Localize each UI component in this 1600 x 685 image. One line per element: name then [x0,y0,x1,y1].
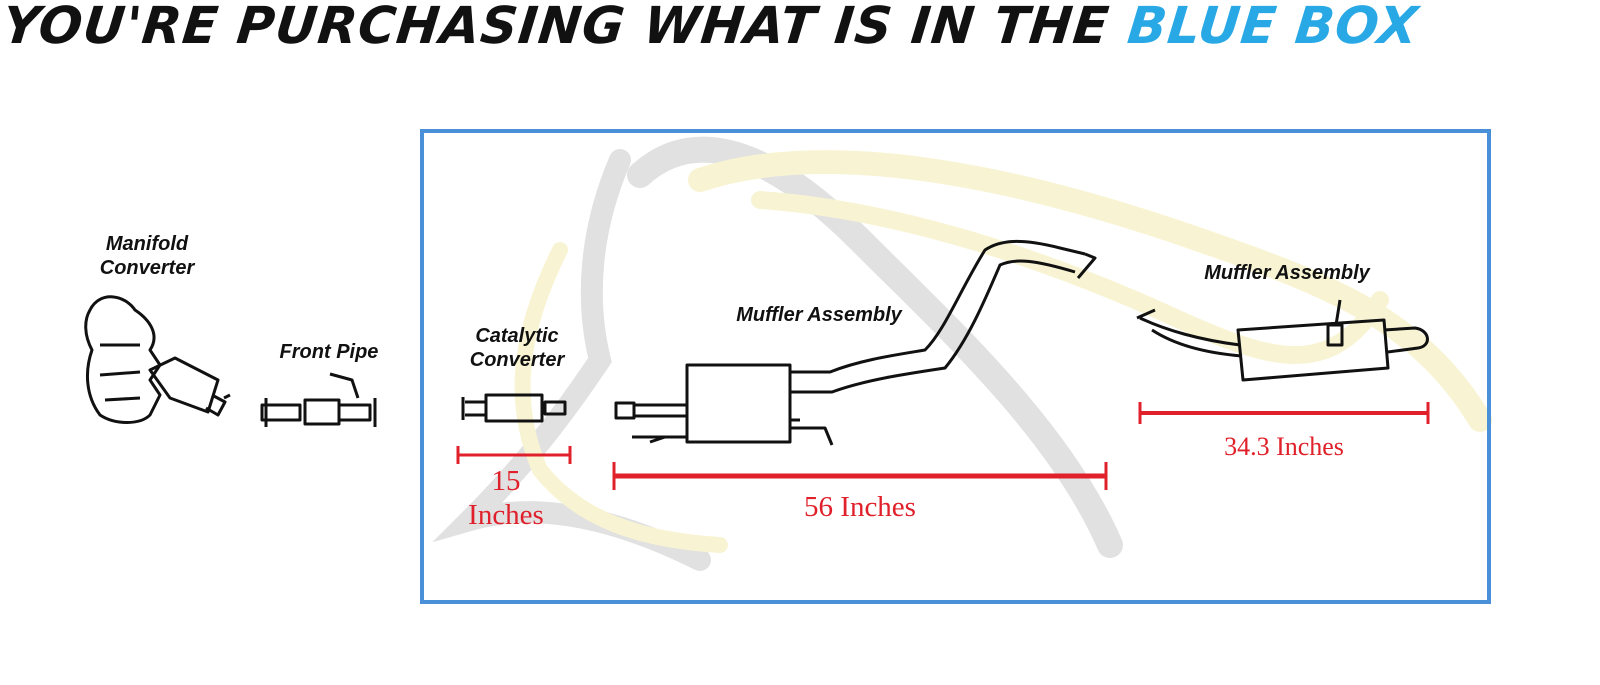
front-pipe-label: Front Pipe [279,341,379,363]
rear-muffler-label: Muffler Assembly [1204,262,1370,284]
manifold-label-line2: Converter [99,257,195,279]
front-pipe-icon [260,372,377,427]
catalytic-converter-label: Catalytic Converter [452,324,582,372]
dimension-bar-34-3 [1138,402,1430,424]
mid-muffler-label: Muffler Assembly [736,304,902,326]
horse-watermark-icon [432,136,1492,571]
dimension-bar-56 [612,462,1108,490]
catalytic-converter-icon [461,393,567,423]
catalytic-label-line1: Catalytic [475,325,559,347]
manifold-label-line1: Manifold [105,233,189,255]
dimension-bar-15 [456,446,572,464]
manifold-converter-label: Manifold Converter [92,232,202,280]
manifold-converter-icon [84,295,231,424]
catalytic-label-line2: Converter [469,349,565,371]
rear-muffler-assembly-icon [1136,299,1429,382]
cat-length-value: 15 [491,465,521,497]
mid-length-label: 56 Inches [804,491,916,523]
cat-length-unit: Inches [468,499,544,531]
mid-muffler-assembly-icon [614,239,1097,446]
rear-length-label: 34.3 Inches [1224,432,1344,461]
blue-box [420,129,1491,604]
cat-length-label: 15 Inches [446,464,566,532]
